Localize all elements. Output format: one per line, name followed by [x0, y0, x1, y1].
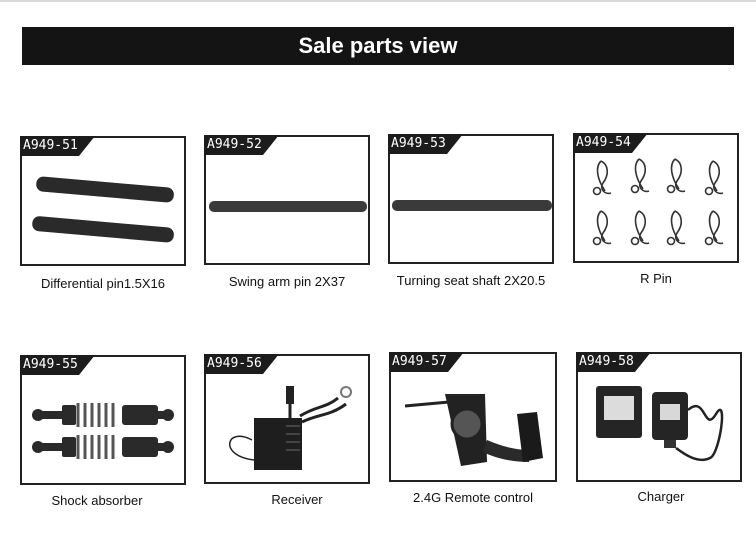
- part-name: Differential pin1.5X16: [40, 276, 166, 291]
- part-name: Shock absorber: [51, 493, 143, 508]
- remote-control-icon: [404, 394, 543, 466]
- part-image-frame: [573, 133, 739, 263]
- part-name: Receiver: [271, 492, 323, 507]
- part-name: R Pin: [640, 271, 672, 286]
- part-code: A949-58: [576, 352, 651, 372]
- part-code: A949-57: [389, 352, 464, 372]
- part-name: Swing arm pin 2X37: [228, 274, 346, 289]
- part-code: A949-54: [573, 133, 648, 153]
- part-image-frame: [204, 135, 370, 265]
- part-name: Charger: [637, 489, 685, 504]
- charger-icon: [596, 386, 724, 462]
- part-code: A949-51: [20, 136, 95, 156]
- receiver-icon: [229, 386, 352, 470]
- part-image-frame: [204, 354, 370, 484]
- part-name: 2.4G Remote control: [413, 490, 533, 505]
- pin-icon: [32, 176, 174, 243]
- part-image-frame: [20, 136, 186, 266]
- page-title: Sale parts view: [22, 27, 734, 65]
- part-code: A949-55: [20, 355, 95, 375]
- part-code: A949-56: [204, 354, 279, 374]
- part-code: A949-53: [388, 134, 463, 154]
- r-pin-icon: [592, 158, 724, 246]
- part-image-frame: [388, 134, 554, 264]
- part-name: Turning seat shaft 2X20.5: [396, 273, 546, 288]
- part-image-frame: [576, 352, 742, 482]
- part-code: A949-52: [204, 135, 279, 155]
- shock-absorber-icon: [32, 403, 174, 459]
- top-divider: [0, 0, 756, 2]
- part-image-frame: [389, 352, 557, 482]
- long-pin-icon: [209, 201, 367, 212]
- shaft-icon: [392, 200, 552, 211]
- part-image-frame: [20, 355, 186, 485]
